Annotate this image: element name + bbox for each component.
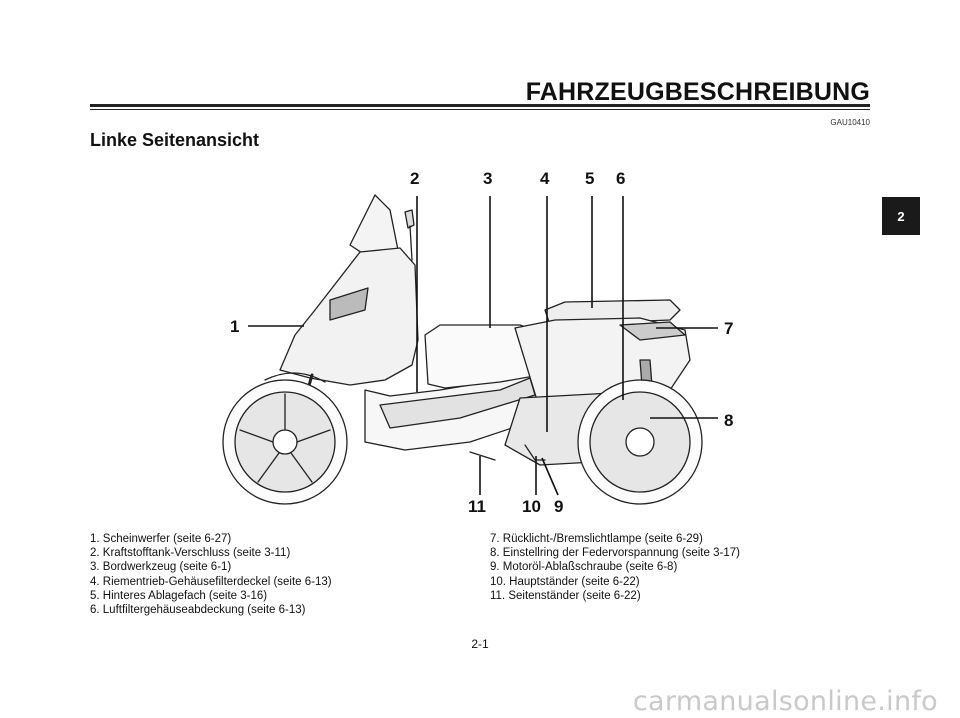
page-number: 2-1 (471, 637, 489, 651)
legend-item: 8. Einstellring der Federvorspannung (se… (490, 547, 740, 560)
tail-light (619, 321, 686, 341)
callout-7: 7 (724, 319, 733, 338)
section-title: Linke Seitenansicht (90, 130, 260, 150)
chapter-title: FAHRZEUGBESCHREIBUNG (525, 78, 870, 106)
scooter-diagram: 1 2 3 4 5 6 7 8 9 10 11 (222, 169, 733, 516)
legend-item: 10. Hauptständer (seite 6-22) (490, 575, 640, 588)
callout-9: 9 (554, 497, 563, 516)
main-stand (524, 444, 546, 461)
callout-10: 10 (522, 497, 541, 516)
callout-3: 3 (483, 169, 492, 188)
callout-6: 6 (616, 169, 625, 188)
legend-item: 6. Luftfiltergehäuseabdeckung (seite 6-1… (90, 604, 306, 617)
header-rule (90, 104, 870, 107)
callout-2: 2 (410, 169, 419, 188)
front-wheel (222, 379, 348, 505)
callout-1: 1 (230, 317, 239, 336)
legend-item: 4. Riementrieb-Gehäusefilterdeckel (seit… (90, 575, 332, 588)
callout-5: 5 (585, 169, 594, 188)
legend-item: 9. Motoröl-Ablaßschraube (seite 6-8) (490, 561, 678, 574)
legend-item: 1. Scheinwerfer (seite 6-27) (90, 533, 232, 545)
reference-code: GAU10410 (830, 118, 870, 127)
legend-item: 11. Seitenständer (seite 6-22) (490, 589, 641, 602)
chapter-tab[interactable]: 2 (882, 197, 920, 235)
legend-item: 5. Hinteres Ablagefach (seite 3-16) (90, 589, 268, 602)
rear-wheel (577, 379, 703, 505)
callout-8: 8 (724, 411, 733, 430)
legend-item: 3. Bordwerkzeug (seite 6-1) (90, 561, 232, 574)
callout-4: 4 (540, 169, 550, 188)
header-rule-thin (90, 109, 870, 110)
front-fairing (279, 247, 419, 386)
mirror (404, 209, 415, 229)
legend-right: 7. Rücklicht-/Bremslichtlampe (seite 6-2… (490, 532, 740, 603)
legend-item: 7. Rücklicht-/Bremslichtlampe (seite 6-2… (490, 533, 703, 545)
callout-11: 11 (468, 497, 486, 516)
side-stand (469, 451, 496, 461)
watermark: carmanualsonline.info (632, 686, 938, 717)
legend-item: 2. Kraftstofftank-Verschluss (seite 3-11… (90, 547, 291, 560)
legend-left: 1. Scheinwerfer (seite 6-27) 2. Kraftsto… (90, 532, 332, 617)
